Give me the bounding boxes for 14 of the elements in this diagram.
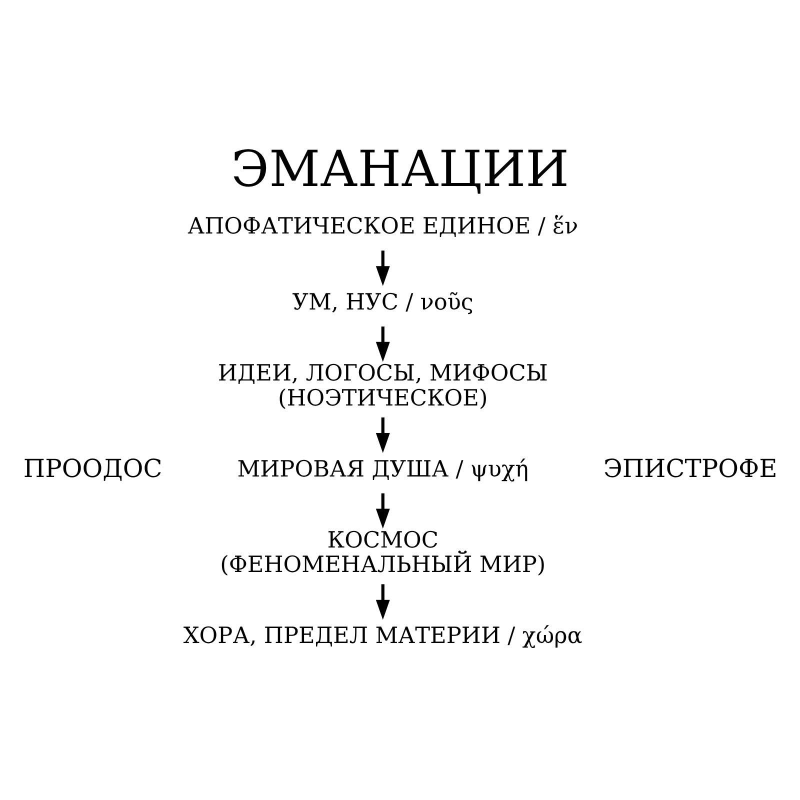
arrow xyxy=(376,326,390,362)
arrow xyxy=(376,584,390,620)
arrow xyxy=(376,492,390,528)
arrow xyxy=(376,250,390,286)
node-text: УМ, НУС / νοῦς xyxy=(292,289,474,316)
node-text: ХОРА, ПРЕДЕЛ МАТЕРИИ / χώρα xyxy=(183,622,582,649)
node-text: КОСМОС (ФЕНОМЕНАЛЬНЫЙ МИР) xyxy=(220,526,546,578)
node-text: ИДЕИ, ЛОГОСЫ, МИФОСЫ (НОЭТИЧЕСКОЕ) xyxy=(218,360,548,411)
label: ПРООДОС xyxy=(23,454,162,483)
label: ЭПИСТРОФЕ xyxy=(603,454,778,483)
node-text: АПОФАТИЧЕСКОЕ ЕДИНОЕ / ἕν xyxy=(188,213,578,240)
node-text: МИРОВАЯ ДУША / ψυχή xyxy=(237,456,529,482)
diagram-title: ЭМАНАЦИИ xyxy=(230,139,570,198)
arrow xyxy=(376,416,390,452)
